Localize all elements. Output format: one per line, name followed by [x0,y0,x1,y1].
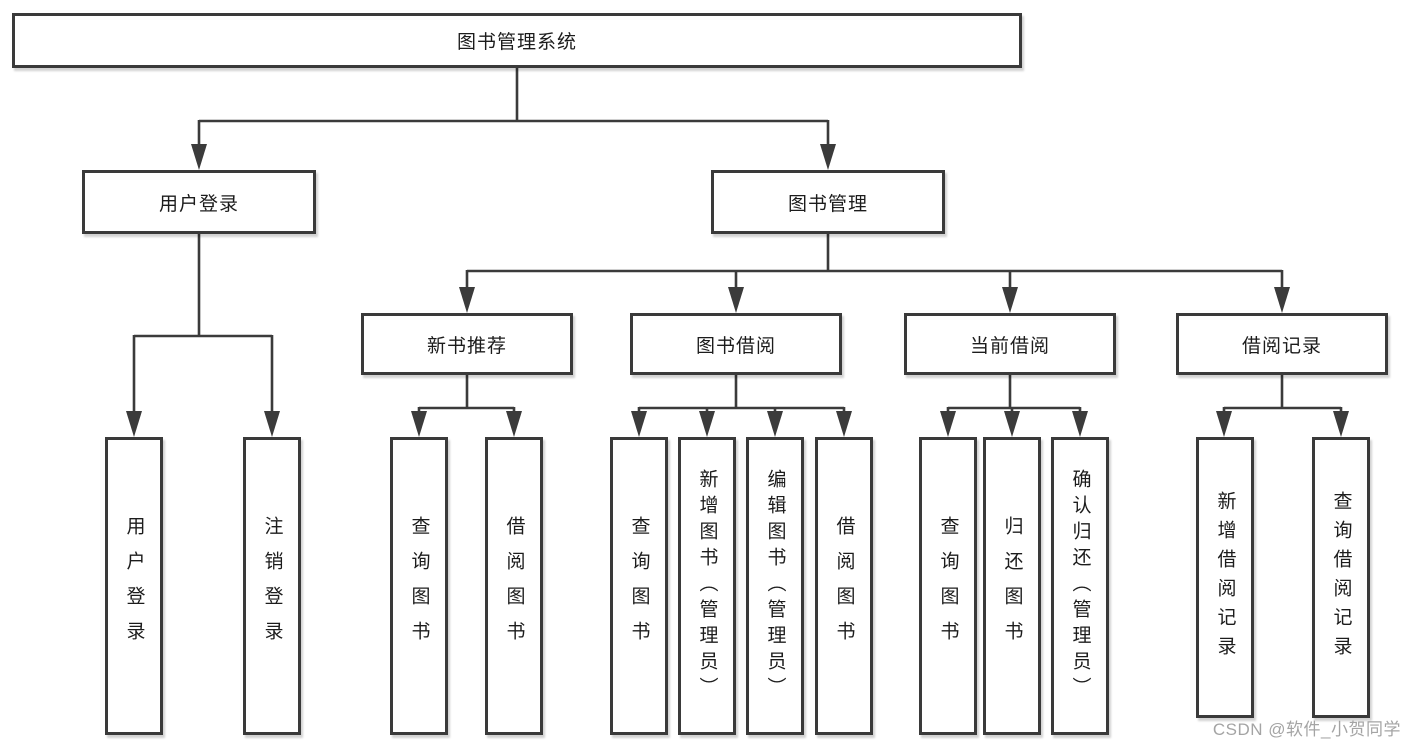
node-library-management-system: 图书管理系统 [12,13,1022,68]
node-user-login: 用户登录 [82,170,316,234]
leaf-borrow-books-recommend: 借阅图书 [485,437,543,735]
leaf-query-books-borrow: 查询图书 [610,437,668,735]
leaf-query-books-recommend: 查询图书 [390,437,448,735]
node-new-book-recommendation: 新书推荐 [361,313,573,375]
leaf-confirm-return-admin: 确认归还（管理员） [1051,437,1109,735]
node-borrowing-records: 借阅记录 [1176,313,1388,375]
leaf-borrow-books: 借阅图书 [815,437,873,735]
leaf-query-borrow-record: 查询借阅记录 [1312,437,1370,718]
node-current-borrowing: 当前借阅 [904,313,1116,375]
leaf-user-login: 用户登录 [105,437,163,735]
leaf-edit-books-admin: 编辑图书（管理员） [746,437,804,735]
node-book-borrowing: 图书借阅 [630,313,842,375]
csdn-watermark: CSDN @软件_小贺同学 [1212,720,1401,739]
arrowheads [126,144,1349,437]
leaf-add-borrow-record: 新增借阅记录 [1196,437,1254,718]
leaf-logout: 注销登录 [243,437,301,735]
node-book-management: 图书管理 [711,170,945,234]
leaf-query-books-current: 查询图书 [919,437,977,735]
leaf-add-books-admin: 新增图书（管理员） [678,437,736,735]
leaf-return-books: 归还图书 [983,437,1041,735]
